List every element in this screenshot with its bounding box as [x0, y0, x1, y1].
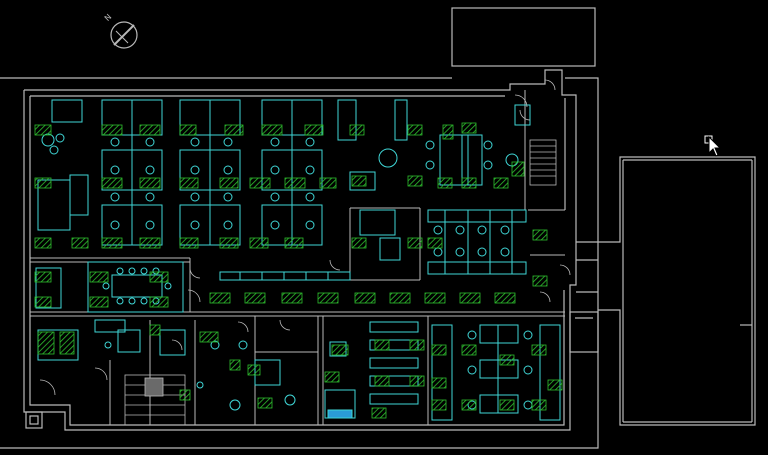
workstation-block [179, 389, 191, 401]
workstation-block [249, 237, 269, 249]
workstation-block [139, 124, 161, 136]
workstation-block [219, 177, 239, 189]
workstation-block [389, 292, 411, 304]
workstation-block [89, 296, 109, 308]
workstation-block [407, 175, 423, 187]
workstation-block [101, 237, 123, 249]
workstation-block [354, 292, 376, 304]
workstation-block [281, 292, 303, 304]
workstation-block [532, 275, 548, 287]
workstation-block [229, 359, 241, 371]
workstation-block [371, 407, 387, 419]
workstation-block [149, 271, 169, 283]
workstation-block [34, 271, 52, 283]
workstation-block [374, 339, 390, 351]
workstation-block [499, 399, 515, 411]
workstation-block [531, 344, 547, 356]
workstation-block [461, 122, 477, 134]
workstation-block [209, 292, 231, 304]
workstation-block [249, 177, 271, 189]
building-perimeter [23, 69, 599, 431]
workstation-block [34, 237, 52, 249]
workstation-block [531, 399, 547, 411]
workstation-block [424, 292, 446, 304]
annex-outline [451, 7, 596, 67]
workstation-block [431, 377, 447, 389]
workstation-block [532, 229, 548, 241]
workstation-block [37, 331, 55, 355]
workstation-block [349, 124, 365, 136]
workstation-block [374, 375, 390, 387]
site-lines [0, 7, 756, 449]
workstation-block [149, 324, 161, 336]
workstation-block [304, 124, 324, 136]
workstation-block [407, 124, 423, 136]
workstation-block [459, 292, 481, 304]
workstation-block [409, 375, 425, 387]
workstation-block [427, 237, 443, 249]
pointer-cursor-icon [708, 135, 721, 157]
workstation-block [409, 339, 425, 351]
workstation-block [244, 292, 266, 304]
door-swings [39, 79, 571, 396]
workstation-block [139, 237, 161, 249]
workstation-block [179, 124, 197, 136]
workstation-block [247, 364, 261, 376]
north-arrow-icon: N [103, 12, 138, 49]
workstation-block [199, 331, 219, 343]
workstation-block [34, 296, 52, 308]
interior-walls [30, 90, 565, 425]
workstation-block [511, 161, 525, 177]
workstation-block [89, 271, 109, 283]
workstation-block [284, 177, 306, 189]
workstation-block [331, 344, 349, 356]
workstation-block [493, 177, 509, 189]
workstation-block [179, 177, 199, 189]
workstation-block [224, 124, 244, 136]
workstation-block [34, 177, 52, 189]
workstation-block [219, 237, 239, 249]
workstation-block [319, 177, 337, 189]
workstation-block [461, 399, 477, 411]
north-label: N [103, 12, 114, 23]
workstation-block [317, 292, 339, 304]
workstation-block [499, 354, 515, 366]
furniture [35, 99, 561, 421]
workstation-block [261, 124, 283, 136]
workstation-block [101, 124, 123, 136]
workstation-block [431, 399, 447, 411]
workstation-block [179, 237, 199, 249]
workstation-block [149, 296, 169, 308]
workstation-block [59, 331, 75, 355]
workstation-block [351, 175, 367, 187]
workstation-block [547, 379, 563, 391]
workstation-blocks [34, 122, 563, 419]
workstation-block [324, 371, 340, 383]
workstation-block [431, 344, 447, 356]
stairs [124, 139, 557, 426]
workstation-block [494, 292, 516, 304]
workstation-block [71, 237, 89, 249]
workstation-block [34, 124, 52, 136]
workstation-block [284, 237, 304, 249]
workstation-block [101, 177, 123, 189]
workstation-block [437, 177, 453, 189]
workstation-block [257, 397, 273, 409]
workstation-block [407, 237, 423, 249]
workstation-block [461, 344, 477, 356]
workstation-block [351, 237, 367, 249]
workstation-block [461, 177, 477, 189]
workstation-block [139, 177, 161, 189]
workstation-block [442, 124, 454, 140]
